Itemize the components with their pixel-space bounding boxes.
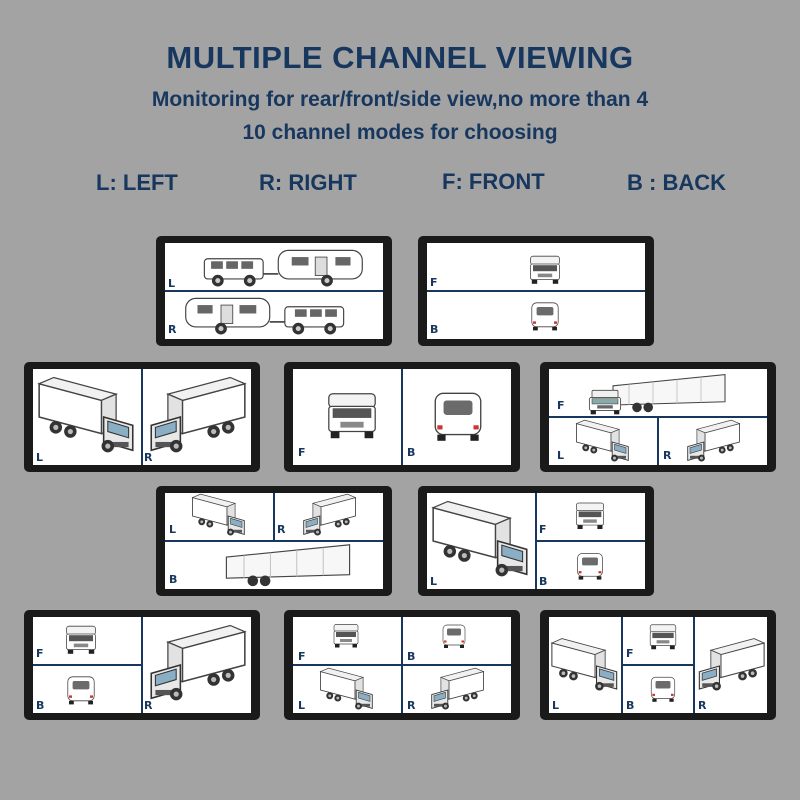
- mode-6-display: L R B: [165, 493, 383, 589]
- channel-mode-4: F B: [284, 362, 520, 472]
- channel-label: F: [298, 650, 306, 663]
- legend-back: B : BACK: [627, 170, 726, 195]
- legend-right: R: RIGHT: [259, 170, 357, 195]
- channel-label: B: [407, 446, 416, 459]
- mode-4-display: F B: [293, 369, 511, 465]
- channel-label: F: [626, 647, 634, 660]
- channel-mode-10: L F B R: [540, 610, 776, 720]
- side-truck-icon: [432, 500, 528, 578]
- channel-mode-5: F L R: [540, 362, 776, 472]
- side-truck-icon: [575, 419, 630, 463]
- channel-mode-8: F B R: [24, 610, 260, 720]
- channel-mode-9: F B L R: [284, 610, 520, 720]
- mode-2-display: F B: [427, 243, 645, 339]
- channel-label: R: [144, 451, 153, 464]
- suv-trailer-icon: [184, 297, 345, 336]
- front-camper-icon: [530, 255, 560, 285]
- channel-label: F: [430, 276, 438, 289]
- front-camper-icon: [327, 392, 377, 440]
- page-title: MULTIPLE CHANNEL VIEWING: [166, 40, 634, 75]
- mode-7-display: L F B: [427, 493, 645, 589]
- suv-trailer-icon: [203, 249, 364, 288]
- side-truck-icon: [319, 667, 374, 711]
- side-truck-icon: [430, 667, 485, 711]
- channel-label: B: [36, 699, 45, 712]
- channel-label: B: [169, 573, 178, 586]
- mode-8-display: F B R: [33, 617, 251, 713]
- channel-label: L: [557, 449, 565, 462]
- rear-camper-icon: [650, 676, 676, 703]
- channel-label: R: [277, 523, 286, 536]
- channel-label: F: [36, 647, 44, 660]
- channel-label: F: [557, 399, 565, 412]
- channel-label: R: [663, 449, 672, 462]
- channel-label: L: [169, 523, 177, 536]
- channel-label: F: [298, 446, 306, 459]
- channel-label: R: [698, 699, 707, 712]
- channel-label: B: [626, 699, 635, 712]
- mode-1-display: L R: [165, 243, 383, 339]
- side-truck-icon: [38, 376, 134, 454]
- front-truck-icon: [588, 389, 622, 415]
- channel-mode-7: L F B: [418, 486, 654, 596]
- channel-mode-3: L R: [24, 362, 260, 472]
- front-camper-icon: [575, 502, 605, 530]
- side-truck-icon: [551, 637, 618, 692]
- side-truck-icon: [686, 419, 741, 463]
- legend-left: L: LEFT: [96, 170, 178, 195]
- channel-mode-1: L R: [156, 236, 392, 346]
- mode-3-display: L R: [33, 369, 251, 465]
- mode-5-display: F L R: [549, 369, 767, 465]
- rear-camper-icon: [442, 624, 466, 649]
- front-camper-icon: [649, 624, 677, 650]
- front-camper-icon: [333, 624, 359, 648]
- channel-label: R: [144, 699, 153, 712]
- channel-label: B: [407, 650, 416, 663]
- subtitle-line-1: Monitoring for rear/front/side view,no m…: [151, 88, 649, 111]
- mode-9-display: F B L R: [293, 617, 511, 713]
- channel-label: L: [168, 277, 176, 290]
- side-truck-icon: [302, 493, 357, 537]
- side-truck-icon: [150, 624, 246, 702]
- rear-camper-icon: [434, 392, 482, 442]
- channel-label: B: [539, 575, 548, 588]
- legend-front: F: FRONT: [442, 169, 545, 194]
- trailer-icon: [225, 544, 351, 587]
- channel-label: L: [552, 699, 560, 712]
- channel-label: R: [168, 323, 177, 336]
- mode-10-display: L F B R: [549, 617, 767, 713]
- side-truck-icon: [150, 376, 246, 454]
- side-truck-icon: [191, 493, 246, 537]
- channel-mode-2: F B: [418, 236, 654, 346]
- channel-label: L: [430, 575, 438, 588]
- front-camper-icon: [66, 625, 96, 655]
- channel-label: R: [407, 699, 416, 712]
- trailer-icon: [612, 373, 726, 413]
- channel-label: B: [430, 323, 439, 336]
- subtitle-line-2: 10 channel modes for choosing: [242, 121, 558, 144]
- channel-label: L: [298, 699, 306, 712]
- rear-camper-icon: [531, 302, 559, 331]
- channel-mode-6: L R B: [156, 486, 392, 596]
- rear-camper-icon: [577, 553, 603, 581]
- side-truck-icon: [698, 637, 765, 692]
- channel-label: F: [539, 523, 547, 536]
- channel-label: L: [36, 451, 44, 464]
- rear-camper-icon: [67, 676, 95, 705]
